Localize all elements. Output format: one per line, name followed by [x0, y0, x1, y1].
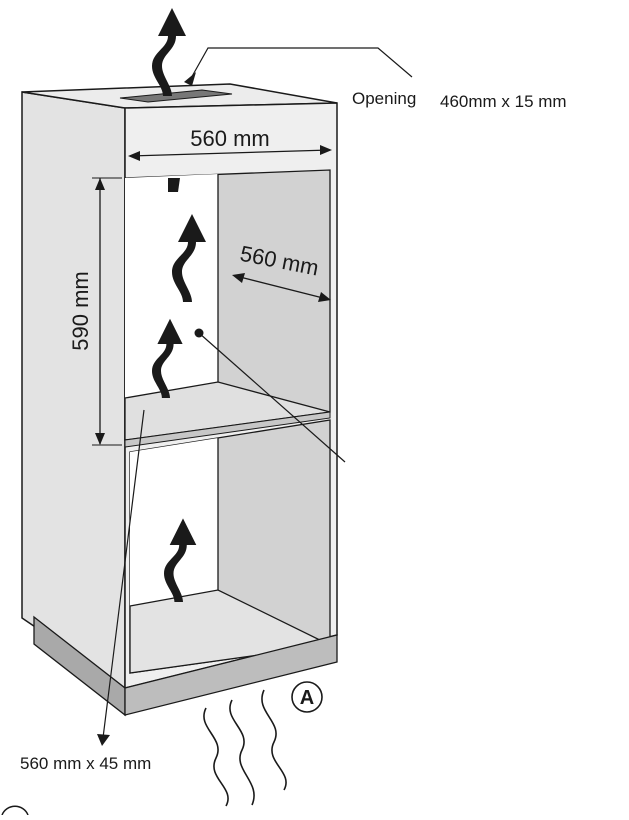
upper-compartment: [124, 169, 331, 441]
opening-size-label: 460mm x 15 mm: [440, 92, 567, 111]
marker-a-circle: [291, 681, 323, 713]
width-label: 560 mm: [190, 126, 269, 151]
depth-dimension: [232, 273, 331, 302]
middle-shelf: [124, 411, 331, 448]
plinth: [33, 615, 338, 717]
marker-a-leader-line: [198, 332, 346, 463]
airflow-arrow-icon-top: [152, 8, 186, 96]
marker-a-label: A: [300, 687, 314, 709]
heat-wave-icon: [203, 689, 287, 807]
bottom-vent-leader-line: [102, 409, 145, 739]
bottom-vent-label: 560 mm x 45 mm: [20, 754, 151, 773]
opening-leader-arrowhead: [184, 72, 196, 86]
bottom-vent-leader-arrowhead: [97, 734, 110, 746]
height-dimension: [92, 177, 122, 446]
lower-compartment: [129, 419, 333, 674]
height-label: 590 mm: [68, 271, 93, 350]
partial-marker-circle: [1, 805, 29, 816]
cabinet-left-panel: [21, 91, 126, 690]
opening-label: Opening: [352, 89, 416, 108]
airflow-arrow-icon-entering-top: [168, 178, 180, 192]
top-opening-slot: [119, 89, 233, 103]
opening-leader-line: [189, 47, 413, 81]
width-dimension: [128, 145, 332, 161]
